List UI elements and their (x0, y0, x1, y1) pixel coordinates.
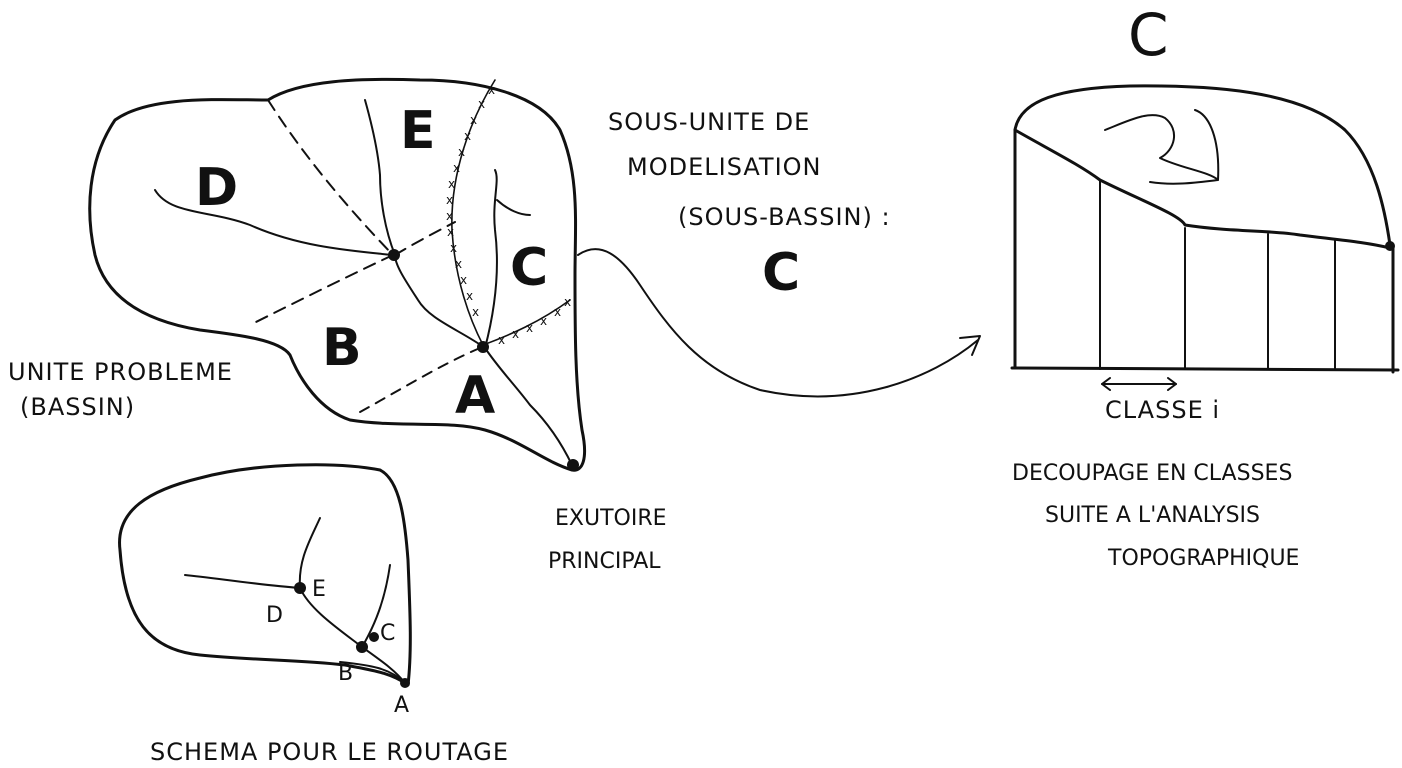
node-b-c (477, 341, 489, 353)
routing-schema: D E C B A (118, 463, 412, 718)
divide-e-c (451, 79, 496, 346)
routing-caption: SCHEMA POUR LE ROUTAGE (150, 738, 509, 766)
svg-text:x: x (448, 177, 455, 191)
transition-arrow-head (959, 335, 981, 356)
profile-title: C (1128, 1, 1169, 69)
profile-baseline (1010, 366, 1400, 372)
svg-text:x: x (460, 273, 467, 287)
svg-text:x: x (564, 295, 571, 309)
outlet-caption-line2: PRINCIPAL (548, 549, 661, 574)
boundary-ec (394, 221, 456, 256)
routing-node-de (294, 582, 306, 594)
stream-d (154, 189, 394, 256)
profile-top-outline (1013, 84, 1392, 247)
svg-text:x: x (498, 333, 505, 347)
node-outlet (567, 459, 579, 471)
divide-c-a (482, 299, 571, 346)
zone-a-label: A (455, 366, 495, 426)
zone-d-label: D (195, 158, 238, 218)
transition-arrow (577, 248, 979, 398)
svg-text:x: x (453, 161, 460, 175)
routing-label-c: C (380, 621, 395, 646)
routing-main-stream (298, 517, 406, 684)
routing-outline (118, 463, 412, 687)
svg-text:x: x (446, 209, 453, 223)
classes-caption-line2: SUITE A L'ANALYSIS (1045, 503, 1260, 528)
routing-node-bc (356, 641, 368, 653)
divide-e-c-marks: xxx xxx xxx xxx xxx (446, 83, 495, 319)
stream-e (364, 99, 396, 256)
routing-label-e: E (312, 577, 326, 602)
svg-text:x: x (466, 289, 473, 303)
svg-text:x: x (488, 83, 495, 97)
subunit-letter: C (762, 243, 800, 303)
subunit-caption-line2: MODELISATION (627, 153, 822, 181)
routing-label-a: A (394, 693, 409, 718)
svg-text:x: x (554, 305, 561, 319)
class-arrow-right-head (1167, 377, 1177, 391)
svg-text:x: x (450, 241, 457, 255)
classes-caption-line1: DECOUPAGE EN CLASSES (1012, 461, 1292, 486)
routing-stream-d (184, 574, 301, 589)
svg-text:x: x (478, 97, 485, 111)
subunit-caption-line3: (SOUS-BASSIN) : (678, 203, 891, 231)
svg-text:x: x (464, 129, 471, 143)
svg-text:x: x (470, 113, 477, 127)
zone-e-label: E (400, 101, 436, 161)
class-label: CLASSE i (1105, 396, 1220, 424)
routing-node-c (369, 632, 379, 642)
subunit-caption-line1: SOUS-UNITE DE (608, 108, 810, 136)
routing-node-a (400, 678, 410, 688)
basin-outline (88, 77, 587, 472)
svg-text:x: x (526, 321, 533, 335)
zone-c-label: C (510, 238, 548, 298)
basin-caption-line1: UNITE PROBLEME (8, 358, 233, 386)
svg-text:x: x (446, 193, 453, 207)
profile-inner-stream (1104, 109, 1220, 185)
profile-panel: C CLASSE i (1010, 1, 1400, 424)
basin-caption-line2: (BASSIN) (20, 393, 135, 421)
node-d-e (388, 249, 400, 261)
profile-outlet-node (1385, 241, 1395, 251)
stream-c-branch (496, 199, 531, 216)
classes-caption-line3: TOPOGRAPHIQUE (1107, 546, 1299, 571)
boundary-de (267, 99, 394, 256)
boundary-db (249, 254, 394, 326)
svg-text:x: x (455, 257, 462, 271)
svg-text:x: x (512, 327, 519, 341)
svg-text:x: x (458, 145, 465, 159)
routing-label-d: D (266, 603, 283, 628)
svg-text:x: x (472, 305, 479, 319)
routing-stream-c (361, 564, 391, 648)
zone-b-label: B (322, 318, 362, 378)
routing-stream-b (339, 661, 406, 684)
profile-surface (1013, 128, 1392, 250)
class-arrow-left-head (1101, 377, 1111, 391)
outlet-caption-line1: EXUTOIRE (555, 506, 667, 531)
stream-c (484, 169, 498, 349)
svg-text:x: x (540, 314, 547, 328)
routing-label-b: B (338, 661, 353, 686)
svg-text:x: x (447, 225, 454, 239)
